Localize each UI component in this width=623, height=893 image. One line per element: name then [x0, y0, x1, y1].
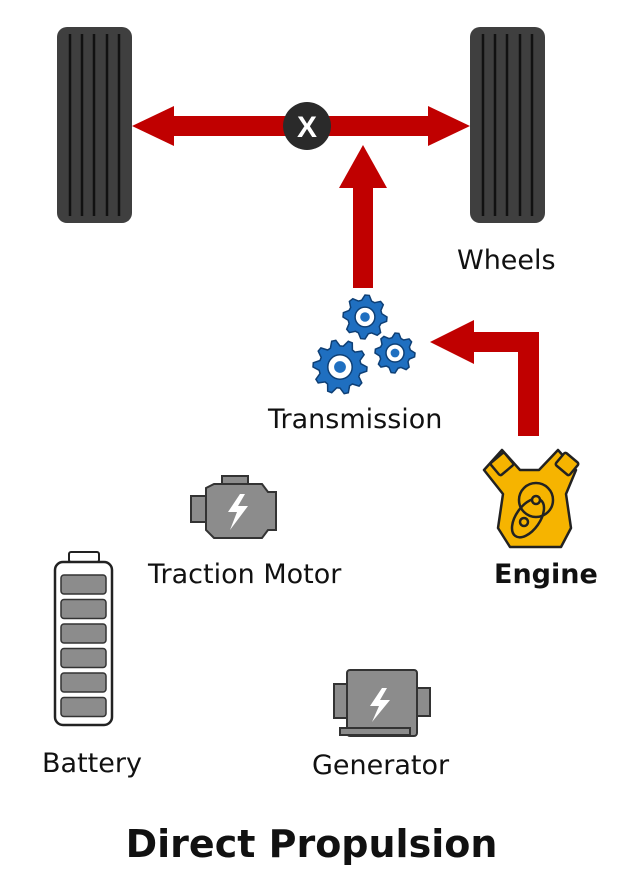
battery-cell [60, 696, 107, 718]
generator-icon [333, 669, 431, 737]
engine-to-transmission-arrow [430, 320, 539, 436]
battery-cell [60, 574, 107, 595]
wheels-label: Wheels [457, 245, 556, 276]
battery-label: Battery [42, 748, 142, 779]
battery-cell [60, 647, 107, 669]
traction-motor-icon [190, 475, 277, 539]
left-wheel-icon [57, 27, 132, 223]
battery-cell [60, 623, 107, 644]
transmission-label: Transmission [268, 404, 443, 435]
engine-icon [482, 448, 580, 549]
right-wheel-icon [470, 27, 545, 223]
gear-icon [312, 339, 368, 395]
differential-label: X [297, 111, 317, 144]
transmission-gears-icon [312, 294, 416, 395]
battery-icon [53, 551, 114, 727]
gear-icon [374, 332, 416, 374]
engine-label: Engine [494, 559, 598, 590]
traction-motor-label: Traction Motor [148, 559, 342, 590]
differential-marker: X [283, 102, 331, 150]
battery-cell [60, 672, 107, 693]
gear-icon [342, 294, 388, 340]
battery-cell [60, 598, 107, 620]
generator-label: Generator [312, 750, 450, 781]
transmission-to-axle-arrow [339, 145, 387, 288]
diagram-title: Direct Propulsion [125, 822, 498, 866]
